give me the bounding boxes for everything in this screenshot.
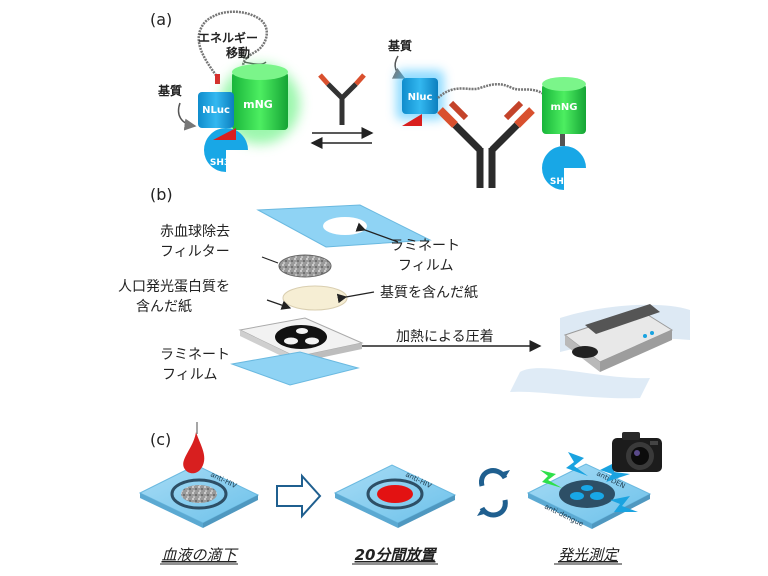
energy-transfer-label-1: エネルギー (198, 30, 258, 45)
rbc-filter-disc (278, 254, 332, 278)
mng-cylinder-top-right (542, 77, 586, 91)
laminate-top-pointer (355, 222, 399, 243)
nluc-box-left (198, 92, 234, 128)
panel-a: (a) エネルギー 移動 mNG NLuc 基質 SH3 (150, 10, 586, 190)
sh3-label-left: SH3 (210, 158, 230, 168)
mng-cylinder-right (542, 84, 586, 134)
laminate-top-label-2: フィルム (398, 258, 453, 274)
sh3-label-right: SH3 (550, 177, 570, 187)
test-card-1: anti-HIV (138, 464, 260, 528)
blood-drop (183, 432, 205, 474)
linker-tag-left (215, 74, 220, 84)
linker-loop-left (197, 10, 268, 79)
mng-cylinder-top-left (232, 64, 288, 80)
laminator-machine (510, 304, 690, 399)
rbc-filter-pointer (261, 256, 279, 264)
step-2-label: 20分間放置 (355, 546, 438, 564)
panel-c: (c) anti-HIV anti-HIV (138, 422, 662, 565)
linker-loop-right (437, 83, 545, 99)
protein-pattern-spot-3 (296, 328, 308, 334)
substrate-label-right: 基質 (387, 38, 412, 53)
test-card-2: anti-HIV (333, 464, 457, 528)
mng-right-link (560, 134, 565, 146)
sh3-pacman-right (542, 146, 586, 190)
light-bolt-blue-3 (610, 496, 638, 512)
laminate-bottom-label-1: ラミネート (160, 347, 230, 363)
rbc-filter-label-2: フィルター (160, 244, 230, 260)
panel-b: (b) ラミネート フィルム 赤血球除去 フィルター 基質を含んだ紙 人口発光蛋… (118, 185, 690, 399)
laminate-top-label-1: ラミネート (390, 238, 460, 254)
cycle-arrow-top-head (499, 470, 510, 478)
antibody-large (437, 100, 535, 188)
heat-press-label: 加熱による圧着 (396, 329, 494, 345)
rbc-filter-label-1: 赤血球除去 (160, 224, 230, 240)
panel-b-label: (b) (150, 185, 173, 204)
panel-c-label: (c) (150, 430, 171, 449)
substrate-arrow-left (177, 102, 197, 131)
peptide-wedge-right (402, 114, 422, 126)
peptide-wedge-left (213, 128, 236, 140)
substrate-paper-label: 基質を含んだ紙 (380, 284, 478, 301)
mng-label-left: mNG (243, 98, 273, 111)
nluc-label-left: NLuc (202, 105, 230, 116)
nluc-box-right (402, 78, 438, 114)
step-arrow (276, 473, 322, 519)
mng-label-right: mNG (551, 102, 578, 113)
antibody-small (318, 73, 366, 125)
laminate-film-bottom (230, 351, 360, 386)
protein-paper-label-2: 含んだ紙 (136, 299, 192, 315)
light-bolt-blue-2 (600, 460, 630, 482)
light-bolt-blue-1 (566, 452, 588, 476)
step-1-label: 血液の滴下 (161, 546, 239, 564)
light-bolt-green (540, 470, 562, 488)
substrate-label-left: 基質 (157, 83, 182, 98)
substrate-paper-disc (282, 285, 348, 311)
energy-transfer-arrow (243, 61, 267, 66)
step-3-label: 発光測定 (558, 546, 620, 564)
camera-icon (612, 432, 662, 472)
protein-pattern-spot-1 (284, 337, 298, 345)
nluc-label-right: Nluc (408, 92, 433, 103)
panel-a-label: (a) (150, 10, 172, 29)
mng-cylinder-left (232, 72, 288, 130)
laminate-window (323, 217, 367, 235)
energy-transfer-label-2: 移動 (226, 45, 250, 60)
substrate-paper-pointer (336, 291, 375, 304)
cycle-arrow-bottom-head (477, 508, 488, 516)
protein-pattern-spot-2 (305, 337, 319, 345)
protein-paper-label-1: 人口発光蛋白質を (118, 279, 230, 295)
protein-paper-pointer (266, 299, 292, 310)
laminate-bottom-label-2: フィルム (162, 367, 217, 383)
